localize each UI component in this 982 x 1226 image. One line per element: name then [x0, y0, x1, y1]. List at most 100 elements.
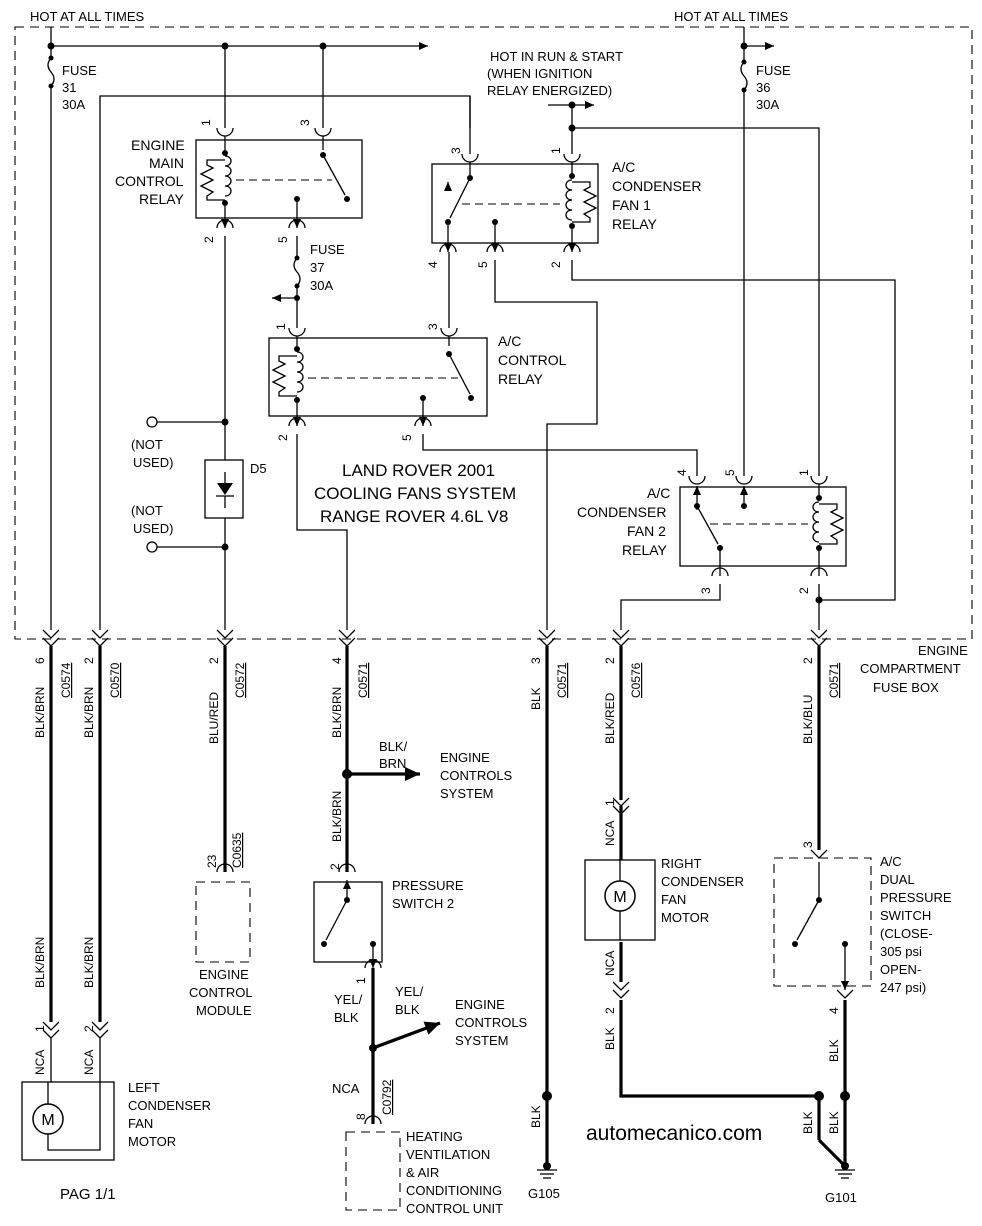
svg-text:M: M — [613, 889, 626, 906]
pressure-switch-2: 2 1 PRESSURE SWITCH 2 — [313, 863, 464, 984]
svg-text:ENGINE: ENGINE — [918, 643, 968, 658]
svg-text:VENTILATION: VENTILATION — [406, 1147, 490, 1162]
svg-text:LAND ROVER 2001: LAND ROVER 2001 — [342, 461, 495, 480]
svg-text:C0571: C0571 — [356, 662, 370, 698]
svg-text:CONDENSER: CONDENSER — [577, 504, 666, 520]
svg-text:BLK/BRN: BLK/BRN — [33, 687, 47, 738]
svg-text:MAIN: MAIN — [149, 155, 184, 171]
svg-text:C0792: C0792 — [380, 1079, 394, 1115]
svg-text:SYSTEM: SYSTEM — [440, 786, 493, 801]
ac-dual-pressure-switch: 3 4 A/C DUAL PRESSURE SWITCH (CLOSE- 305… — [773, 841, 952, 1014]
svg-text:NCA: NCA — [82, 1050, 96, 1075]
svg-text:NCA: NCA — [33, 1050, 47, 1075]
svg-text:& AIR: & AIR — [406, 1165, 439, 1180]
svg-text:PRESSURE: PRESSURE — [880, 890, 952, 905]
svg-text:FAN 1: FAN 1 — [612, 197, 651, 213]
svg-text:30A: 30A — [756, 97, 779, 112]
svg-text:CONDENSER: CONDENSER — [661, 874, 744, 889]
hot-at-all-times-left: HOT AT ALL TIMES — [30, 9, 144, 24]
svg-text:BLK/RED: BLK/RED — [603, 692, 617, 744]
svg-text:5: 5 — [723, 469, 737, 476]
svg-text:2: 2 — [82, 657, 96, 664]
svg-text:BLK/BRN: BLK/BRN — [330, 791, 344, 842]
svg-text:RANGE ROVER 4.6L V8: RANGE ROVER 4.6L V8 — [320, 507, 508, 526]
svg-text:2: 2 — [82, 1025, 96, 1032]
svg-text:2: 2 — [603, 657, 617, 664]
svg-text:2: 2 — [603, 1007, 617, 1014]
svg-text:C0570: C0570 — [108, 662, 122, 698]
svg-text:HEATING: HEATING — [406, 1129, 463, 1144]
ground-g105: G105 — [528, 1162, 560, 1201]
svg-text:CONTROL: CONTROL — [189, 985, 253, 1000]
svg-text:SWITCH 2: SWITCH 2 — [392, 896, 454, 911]
svg-text:31: 31 — [62, 80, 76, 95]
wire-ac-to-fan2 — [422, 434, 698, 476]
svg-text:CONTROL: CONTROL — [498, 352, 567, 368]
external-wires — [49, 646, 850, 1168]
svg-text:RELAY: RELAY — [139, 191, 185, 207]
svg-text:4: 4 — [330, 657, 344, 664]
svg-text:2: 2 — [328, 863, 342, 870]
svg-text:5: 5 — [276, 236, 290, 243]
svg-text:CONTROLS: CONTROLS — [440, 768, 513, 783]
wire-color-labels: BLK/BRN BLK/BRN BLU/RED BLK/BRN BLK BLK/… — [33, 687, 841, 1134]
hot-in-run-feed — [548, 101, 820, 476]
ac-condenser-fan2-relay: A/C CONDENSER FAN 2 RELAY 4 5 1 3 2 — [577, 469, 847, 594]
svg-text:RELAY ENERGIZED): RELAY ENERGIZED) — [487, 83, 612, 98]
svg-text:2: 2 — [202, 236, 216, 243]
svg-text:C0571: C0571 — [827, 662, 841, 698]
branch-labels: BLK/ BRN ENGINE CONTROLS SYSTEM YEL/ BLK… — [334, 739, 528, 1048]
connector-labels: 6 C0574 2 C0570 2 C0572 4 C0571 3 C0571 … — [33, 657, 841, 698]
svg-text:3: 3 — [426, 323, 440, 330]
svg-text:RELAY: RELAY — [498, 371, 544, 387]
svg-text:3: 3 — [298, 119, 312, 126]
svg-text:C0576: C0576 — [629, 662, 643, 698]
hot-in-run-label: HOT IN RUN & START (WHEN IGNITION RELAY … — [487, 49, 623, 98]
fuse-box-border — [14, 26, 973, 640]
svg-text:1: 1 — [274, 323, 288, 330]
page-label: PAG 1/1 — [60, 1186, 116, 1203]
top-bus — [47, 27, 428, 128]
svg-text:C0572: C0572 — [233, 662, 247, 698]
svg-text:MODULE: MODULE — [196, 1003, 252, 1018]
svg-text:BLK/BRN: BLK/BRN — [33, 937, 47, 988]
wire-fan1-to-c0571-3 — [494, 260, 598, 630]
svg-text:2: 2 — [549, 261, 563, 268]
svg-text:FUSE: FUSE — [62, 63, 97, 78]
ac-control-relay: A/C CONTROL RELAY 1 3 2 5 — [268, 323, 567, 441]
svg-text:1: 1 — [354, 977, 368, 984]
svg-text:2: 2 — [207, 657, 221, 664]
fuse-box-label: ENGINE COMPARTMENT FUSE BOX — [860, 643, 968, 695]
fuse-31: FUSE 31 30A — [47, 46, 97, 630]
svg-text:ENGINE: ENGINE — [440, 750, 490, 765]
svg-text:A/C: A/C — [647, 485, 670, 501]
svg-text:247 psi): 247 psi) — [880, 980, 926, 995]
svg-text:C0574: C0574 — [59, 662, 73, 698]
svg-text:RELAY: RELAY — [612, 216, 658, 232]
svg-text:CONTROLS: CONTROLS — [455, 1015, 528, 1030]
svg-text:BLK/BRN: BLK/BRN — [330, 687, 344, 738]
svg-text:BLK/BRN: BLK/BRN — [82, 937, 96, 988]
fuse-36: FUSE 36 30A — [740, 27, 791, 476]
svg-text:NCA: NCA — [603, 951, 617, 976]
svg-text:CONDITIONING: CONDITIONING — [406, 1183, 502, 1198]
svg-text:RIGHT: RIGHT — [661, 856, 702, 871]
svg-text:BLK/: BLK/ — [379, 739, 408, 754]
diode-d5: D5 — [204, 459, 267, 519]
engine-control-module: 23 C0635 ENGINE CONTROL MODULE — [189, 832, 253, 1018]
svg-text:BLK: BLK — [529, 687, 543, 710]
svg-text:BLU/RED: BLU/RED — [207, 692, 221, 744]
svg-text:30A: 30A — [310, 278, 333, 293]
svg-text:2: 2 — [801, 657, 815, 664]
svg-text:1: 1 — [603, 799, 617, 806]
svg-text:FUSE: FUSE — [756, 63, 791, 78]
svg-text:3: 3 — [699, 587, 713, 594]
svg-text:1: 1 — [549, 147, 563, 154]
not-used-labels: (NOT USED) (NOT USED) — [131, 437, 173, 536]
svg-text:FUSE: FUSE — [310, 242, 345, 257]
svg-text:MOTOR: MOTOR — [661, 910, 709, 925]
svg-text:4: 4 — [827, 1007, 841, 1014]
svg-text:3: 3 — [449, 147, 463, 154]
svg-text:BLK: BLK — [603, 1027, 617, 1050]
